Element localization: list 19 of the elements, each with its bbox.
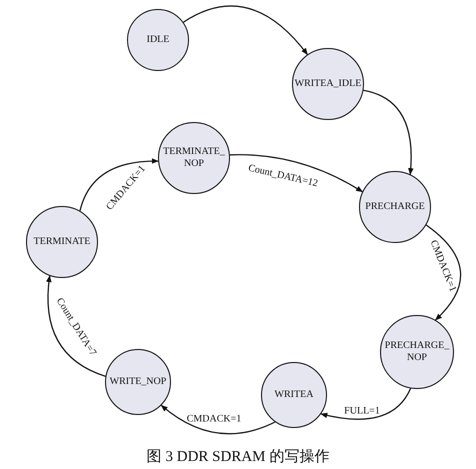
transition-arrow: [183, 6, 308, 56]
state-label: TERMINATE: [34, 236, 90, 248]
transition-arrow: [320, 388, 412, 420]
state-label: WRITE_NOP: [110, 376, 166, 388]
state-label: WRITEA: [274, 389, 314, 401]
edge-label: CMDACK=1: [186, 414, 242, 424]
transition-arrow: [363, 90, 414, 176]
transition-arrow: [230, 154, 363, 192]
state-label: TERMINATE_ NOP: [162, 146, 226, 170]
edge-label: FULL=1: [344, 406, 380, 416]
state-label: PRECHARGE_ NOP: [384, 340, 450, 364]
state-label: WRITEA_IDLE: [294, 78, 362, 90]
figure-caption: 图 3 DDR SDRAM 的写操作: [146, 448, 330, 466]
state-label: PRECHARGE: [365, 201, 425, 213]
transition-arrow: [46, 275, 106, 377]
transition-arrow: [160, 404, 276, 434]
state-label: IDLE: [146, 34, 170, 46]
transition-arrow: [79, 158, 159, 211]
transition-arrow: [426, 224, 462, 320]
